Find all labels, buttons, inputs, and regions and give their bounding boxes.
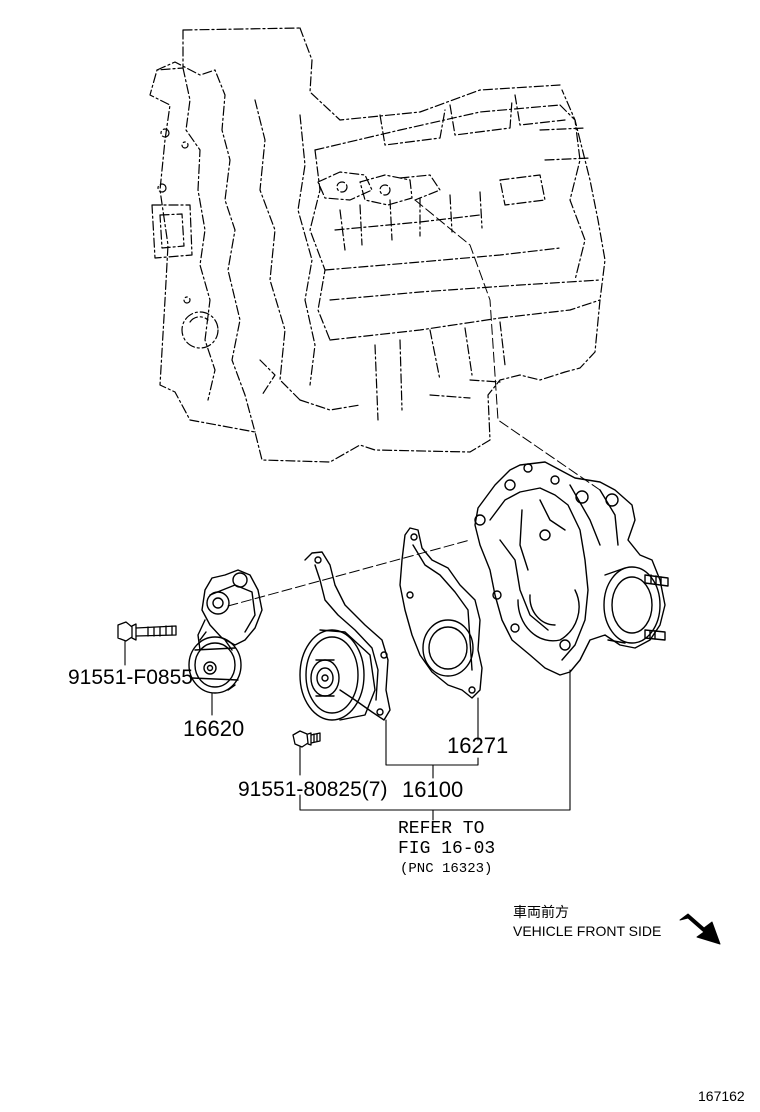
part-number-16271: 16271 — [447, 733, 509, 758]
belt-tensioner-assembly — [188, 569, 263, 694]
water-pump-gasket — [399, 527, 483, 699]
refer-pnc-line: (PNC 16323) — [400, 861, 493, 877]
phantom-leader-lines — [227, 199, 601, 607]
refer-fig-line: FIG 16-03 — [398, 839, 496, 859]
part-number-16100: 16100 — [402, 777, 464, 802]
engine-block-outline — [149, 27, 606, 463]
figure-number: 167162 — [698, 1088, 745, 1104]
idler-pulley-bracket — [299, 551, 391, 721]
part-number-91551-80825: 91551-80825(7) — [238, 778, 388, 801]
flange-bolt-short — [292, 730, 321, 748]
flange-bolt-long — [117, 621, 177, 642]
callout-leaders — [124, 640, 571, 821]
refer-to-line: REFER TO — [398, 819, 485, 839]
direction-label-en: VEHICLE FRONT SIDE — [513, 923, 662, 939]
direction-arrow-icon — [679, 913, 721, 945]
direction-label-jp: 車両前方 — [513, 904, 569, 920]
part-number-91551-f0855: 91551-F0855 — [68, 666, 193, 689]
part-number-16620: 16620 — [183, 716, 245, 741]
water-pump-housing — [474, 461, 669, 676]
